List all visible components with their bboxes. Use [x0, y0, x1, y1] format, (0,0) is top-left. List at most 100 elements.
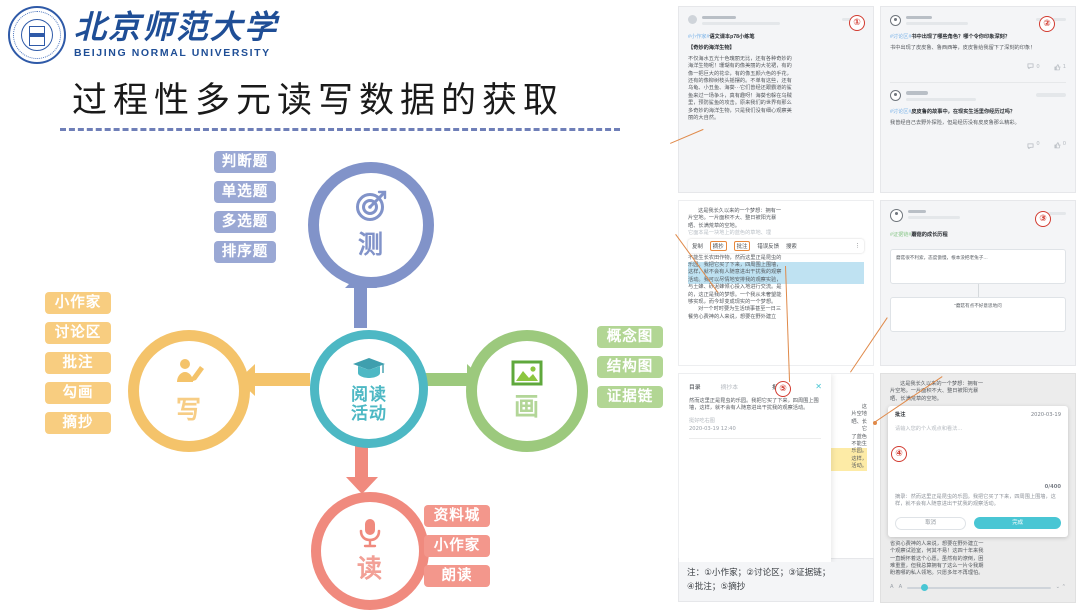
text-line-highlighted: 乐园。我把它买了下来，四周围上围墙， — [688, 262, 864, 270]
side-text-line: 不能生 — [851, 441, 867, 448]
shot-3-badge: ③ — [1035, 211, 1051, 227]
screenshot-gallery: ① #小作家#语文课本p78小练笔 【奇妙的海洋生物】 不仅海水五光十色瑰丽无比… — [670, 6, 1076, 603]
like-icon[interactable] — [1054, 58, 1061, 76]
menu-item-feedback[interactable]: 错误反馈 — [757, 243, 779, 250]
cancel-button[interactable]: 取消 — [895, 516, 967, 530]
hashtag-rest: 语文课本p78小练笔 — [709, 34, 755, 41]
shot-4-card: ④ 这是我长久以来的一个梦想：拥有一 片空地。一片面积不大、整日被阳光暴 晒、长… — [880, 373, 1076, 603]
text-line: 片空地。一片面积不大、整日被阳光暴 — [688, 215, 777, 222]
post-question: 皮皮鲁的故事中，在现实生活里你经历过吗？ — [911, 109, 1016, 116]
flow-connector — [977, 284, 979, 297]
like-count: 1 — [1062, 63, 1066, 70]
comment-icon[interactable] — [1027, 63, 1034, 71]
text-line-highlighted: 这样，就不会有人随意进出干扰我的观察 — [688, 269, 864, 277]
confirm-button[interactable]: 完成 — [974, 516, 1061, 529]
annotation-input[interactable]: 请输入您的个人观点和看法… — [895, 425, 963, 432]
tag-test-1[interactable]: 单选题 — [214, 181, 276, 203]
menu-item-excerpt[interactable]: 摘抄 — [709, 240, 727, 251]
menu-item-search[interactable]: 搜索 — [785, 243, 797, 250]
node-write-label: 写 — [175, 394, 202, 424]
graduation-cap-icon — [351, 356, 387, 384]
close-icon[interactable]: ✕ — [815, 381, 822, 391]
tag-draw-0[interactable]: 概念图 — [597, 326, 663, 348]
evidence-box-1[interactable]: 蘑菇很不利索，态度傲慢，根本没把老兔子… — [890, 249, 1066, 284]
text-line: 这是我长久以来的一个梦想：拥有一 — [698, 208, 782, 214]
shot-1-card: ① #小作家#语文课本p78小练笔 【奇妙的海洋生物】 不仅海水五光十色瑰丽无比… — [678, 6, 874, 193]
like-count: 0 — [1062, 141, 1066, 148]
annotation-dialog: 批注 2020-03-19 请输入您的个人观点和看法… 0/400 摘录：然而这… — [888, 406, 1068, 537]
shot-5-tabbar[interactable]: 目录 摘抄本 批注 ✕ — [679, 374, 831, 391]
tag-write-0[interactable]: 小作家 — [45, 292, 111, 314]
university-name-cn: 北京师范大学 — [74, 8, 279, 47]
tag-write-1[interactable]: 讨论区 — [45, 322, 111, 344]
pencil-user-icon — [173, 357, 205, 393]
hashtag-text: #讨论区# — [890, 34, 912, 40]
evidence-box-2[interactable]: "蘑菇有点不好意思地问 — [890, 297, 1066, 332]
text-selection-menu[interactable]: 复制 摘抄 批注 错误反馈 搜索 ⋮ — [688, 238, 864, 253]
tag-test-0[interactable]: 判断题 — [214, 151, 276, 173]
shot-2-badge: ② — [1039, 16, 1055, 32]
post-1-answer: 书中出现了皮皮鲁、鲁西西等，皮皮鲁给我留下了深刻的印象！ — [890, 45, 1036, 51]
tag-test-2[interactable]: 多选题 — [214, 211, 276, 233]
post-2-hashtag: #讨论区#皮皮鲁的故事中，在现实生活里你经历过吗？ — [890, 108, 1066, 115]
tag-listen-2[interactable]: 朗读 — [424, 565, 490, 587]
text-line: 盼着哪的私人领地。只愿多年不再理怕。 — [890, 570, 984, 577]
connector-dot — [873, 421, 877, 425]
quote-text: 然而这里正是昆虫的乐园。我把它买了下来，四周围上围墙，这样，就不会有人随意进出干… — [895, 494, 1056, 508]
selection-text-block: 这是我长久以来的一个梦想：拥有一 片空地。一片面积不大、整日被阳光暴 晒、长满荒… — [688, 208, 864, 238]
post-1-hashtag: #讨论区#书中出现了哪些角色？哪个令你印象深刻？ — [890, 33, 1066, 40]
tag-listen-1[interactable]: 小作家 — [424, 535, 490, 557]
tag-write-2[interactable]: 批注 — [45, 352, 111, 374]
tag-write-4[interactable]: 摘抄 — [45, 412, 111, 434]
shot-3-card: ③ #证据链#蘑菇的成长历程 蘑菇很不利索，态度傲慢，根本没把老兔子… "蘑菇有… — [880, 200, 1076, 366]
reader-progress-bar[interactable]: A A ⌄ ⌃ — [890, 583, 1066, 592]
char-counter: 0/400 — [1044, 483, 1061, 490]
node-reading-activity[interactable]: 阅读 活动 — [310, 330, 428, 448]
tag-listen-0[interactable]: 资料城 — [424, 505, 490, 527]
body-line: 鱼来过一场争斗，真有趣呀！海葵也躲在乌贼 — [688, 92, 792, 99]
body-line: 丽的大自然。 — [688, 115, 720, 122]
page-title: 过程性多元读写数据的获取 — [72, 81, 565, 121]
target-icon — [354, 189, 388, 227]
text-line: 省资心费神的人来说，想要在野外建立一 — [890, 540, 984, 547]
text-line: 一直朝怀着这个心愿。虽然有的潦倒，困 — [890, 555, 984, 562]
like-icon[interactable] — [1054, 136, 1061, 154]
node-test[interactable]: 测 — [308, 162, 434, 288]
hashtag-text: #证据链# — [890, 232, 912, 238]
comment-icon[interactable] — [1027, 136, 1034, 154]
tag-test-3[interactable]: 排序题 — [214, 241, 276, 263]
comment-count: 0 — [1036, 141, 1040, 148]
node-listen[interactable]: 读 — [311, 492, 429, 610]
progress-thumb[interactable] — [921, 584, 929, 592]
note-source: 挺好吃右图 — [689, 417, 715, 424]
tab-catalog[interactable]: 目录 — [689, 385, 701, 391]
menu-item-copy[interactable]: 复制 — [692, 243, 703, 250]
tag-write-3[interactable]: 勾画 — [45, 382, 111, 404]
node-draw-label: 画 — [513, 391, 540, 421]
body-line: 像一把巨大的花伞，有的像五颜六色的手花， — [688, 70, 792, 77]
avatar — [890, 90, 901, 102]
shot-2-card: ② #讨论区#书中出现了哪些角色？哪个令你印象深刻？ 书中出现了皮皮鲁、鲁西西等… — [880, 6, 1076, 193]
text-line-inner: 不能生长农田作物，然而这里正是昆虫的 — [688, 254, 782, 261]
dialog-date: 2020-03-19 — [1030, 412, 1061, 419]
comment-count: 0 — [1036, 63, 1040, 70]
text-line: 片空地。一片面积不大、整日被阳光暴 — [890, 388, 979, 395]
node-write[interactable]: 写 — [128, 330, 250, 452]
text-line: 这是我长久以来的一个梦想：拥有一 — [900, 381, 984, 387]
tab-excerpts[interactable]: 摘抄本 — [720, 385, 739, 391]
page-text-top: 这是我长久以来的一个梦想：拥有一 片空地。一片面积不大、整日被阳光暴 晒、长满荒… — [890, 381, 1066, 403]
menu-item-annotate[interactable]: 批注 — [733, 240, 751, 251]
legend-line-1: 注：①小作家；②讨论区；③证据链； — [687, 568, 831, 578]
tag-draw-1[interactable]: 结构图 — [597, 356, 663, 378]
body-line: 乌龟、小丑鱼、海葵⋯它们曾经还跟霸道的鲨 — [688, 85, 792, 92]
hashtag-text: #小作家# — [688, 34, 710, 41]
shot-5-badge: ⑤ — [775, 381, 791, 397]
title-divider — [60, 128, 620, 131]
tag-draw-2[interactable]: 证据链 — [597, 386, 663, 408]
more-vertical-icon[interactable]: ⋮ — [854, 242, 860, 249]
shot-1-hashtag: #小作家#语文课本p78小练笔 — [688, 33, 864, 40]
node-draw[interactable]: 画 — [466, 330, 588, 452]
text-line: 与土蜂、砂泥蜂倾心投入地进行交流。是 — [688, 284, 782, 291]
university-crest-icon — [8, 6, 66, 64]
